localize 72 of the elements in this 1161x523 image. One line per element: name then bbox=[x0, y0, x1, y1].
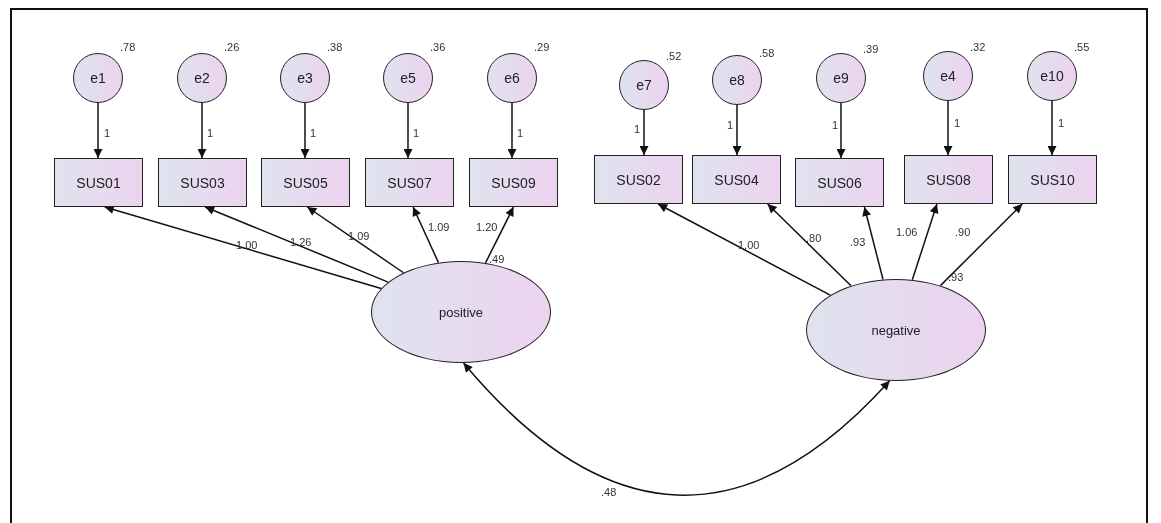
path-arrow bbox=[484, 206, 515, 264]
arrow bbox=[197, 102, 207, 159]
observed-variable-box: SUS07 bbox=[365, 158, 454, 207]
error-term-circle: e3 bbox=[280, 53, 330, 103]
observed-variable-box: SUS02 bbox=[594, 155, 683, 204]
observed-variable-box: SUS10 bbox=[1008, 155, 1097, 204]
path-arrow bbox=[306, 206, 405, 274]
edge-label: 1.00 bbox=[236, 240, 258, 251]
edge-label: 1 bbox=[1058, 118, 1065, 129]
variance-label: .32 bbox=[970, 42, 986, 53]
error-term-circle: e2 bbox=[177, 53, 227, 103]
variance-label: .36 bbox=[430, 42, 446, 53]
error-term-circle: e7 bbox=[619, 60, 669, 110]
edge-label: 1 bbox=[832, 120, 839, 131]
observed-variable-box: SUS03 bbox=[158, 158, 247, 207]
observed-variable-box: SUS01 bbox=[54, 158, 143, 207]
path-arrow bbox=[862, 206, 884, 281]
edge-label: 1.09 bbox=[348, 231, 370, 242]
edge-label: 1.00 bbox=[738, 240, 760, 251]
error-term-circle: e9 bbox=[816, 53, 866, 103]
edge-label: 1 bbox=[413, 128, 420, 139]
observed-variable-box: SUS04 bbox=[692, 155, 781, 204]
observed-variable-box: SUS06 bbox=[795, 158, 884, 207]
error-term-circle: e1 bbox=[73, 53, 123, 103]
edge-label: 1 bbox=[954, 118, 961, 129]
arrow bbox=[1047, 100, 1057, 156]
path-arrow bbox=[911, 203, 939, 281]
variance-label: .52 bbox=[666, 51, 682, 62]
variance-label: .26 bbox=[224, 42, 240, 53]
arrow bbox=[732, 104, 742, 156]
observed-variable-box: SUS09 bbox=[469, 158, 558, 207]
edge-label: 1 bbox=[517, 128, 524, 139]
variance-label: .38 bbox=[327, 42, 343, 53]
arrow bbox=[93, 102, 103, 159]
edge-label: 1.20 bbox=[476, 222, 498, 233]
arrow bbox=[507, 102, 517, 159]
error-term-circle: e8 bbox=[712, 55, 762, 105]
arrow bbox=[943, 100, 953, 156]
path-arrow bbox=[766, 203, 852, 287]
edge-label: 1.06 bbox=[896, 227, 918, 238]
path-arrow bbox=[657, 203, 831, 296]
path-arrow bbox=[204, 206, 389, 283]
arrow bbox=[462, 362, 891, 496]
edge-label: .48 bbox=[601, 487, 617, 498]
edge-label: .80 bbox=[806, 233, 822, 244]
variance-label: .78 bbox=[120, 42, 136, 53]
edge-label: 1 bbox=[634, 124, 641, 135]
path-arrow bbox=[939, 203, 1023, 287]
edge-label: 1.09 bbox=[428, 222, 450, 233]
edge-label: 1 bbox=[104, 128, 111, 139]
path-arrow bbox=[412, 206, 440, 264]
edge-label: 1 bbox=[727, 120, 734, 131]
edge-label: 1 bbox=[310, 128, 317, 139]
arrow bbox=[300, 102, 310, 159]
edge-label: .93 bbox=[850, 237, 866, 248]
error-term-circle: e4 bbox=[923, 51, 973, 101]
edge-label: 1.26 bbox=[290, 237, 312, 248]
error-term-circle: e10 bbox=[1027, 51, 1077, 101]
variance-label: .29 bbox=[534, 42, 550, 53]
error-term-circle: e5 bbox=[383, 53, 433, 103]
path-arrow bbox=[104, 205, 382, 290]
variance-label: .58 bbox=[759, 48, 775, 59]
edge-label: .90 bbox=[955, 227, 971, 238]
variance-label: .39 bbox=[863, 44, 879, 55]
observed-variable-box: SUS08 bbox=[904, 155, 993, 204]
observed-variable-box: SUS05 bbox=[261, 158, 350, 207]
edge-label: 1 bbox=[207, 128, 214, 139]
variance-label: .55 bbox=[1074, 42, 1090, 53]
arrow bbox=[639, 109, 649, 156]
error-term-circle: e6 bbox=[487, 53, 537, 103]
arrow bbox=[836, 102, 846, 159]
arrow bbox=[403, 102, 413, 159]
